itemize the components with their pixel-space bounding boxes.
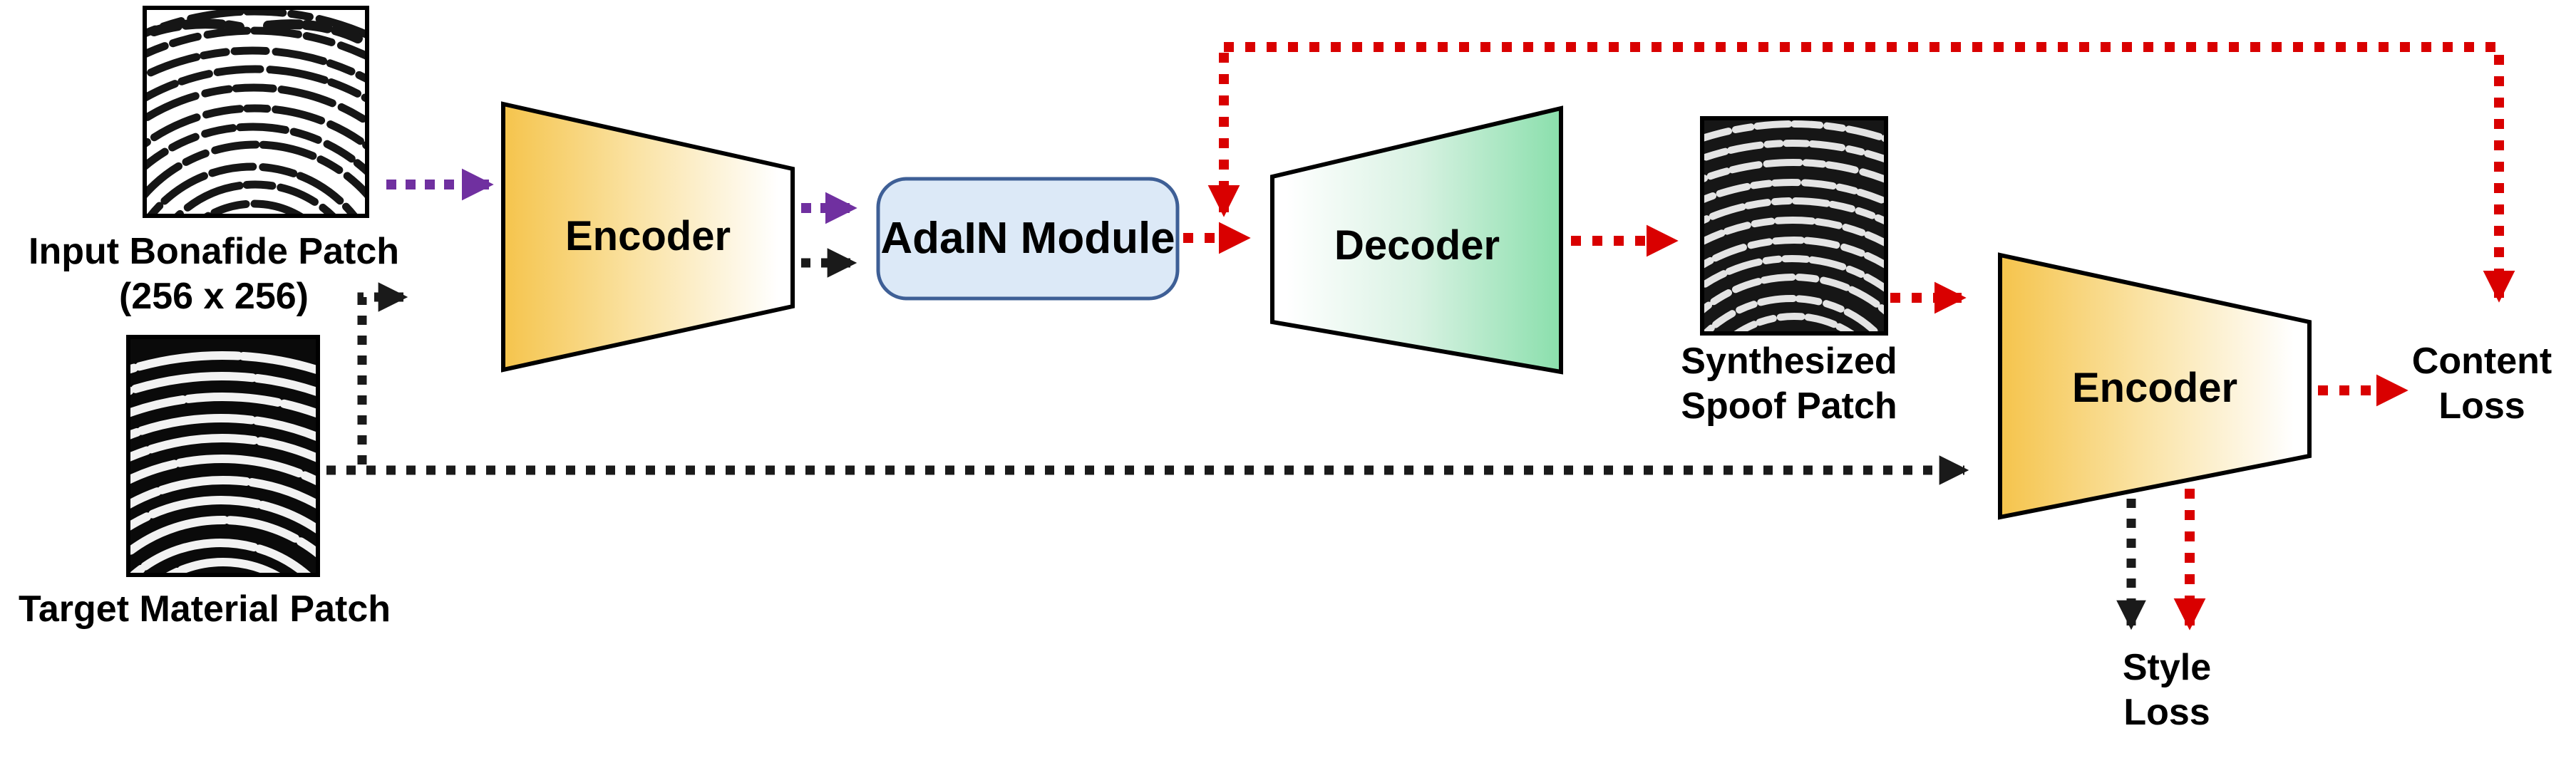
bonafide-fingerprint-art [147,10,365,214]
synthesized-fingerprint-art [1704,120,1884,331]
encoder2-shape [1998,252,2312,520]
synthesized-spoof-caption: Synthesized Spoof Patch [1661,339,1917,430]
encoder1-shape [501,101,795,373]
content-loss-label: Content Loss [2389,339,2575,430]
style-loss-line2: Loss [2123,692,2210,734]
encoder1-label: Encoder [565,213,731,259]
target-material-patch-image [126,335,320,577]
edge-adain-output-to-content-loss [1224,42,2515,303]
content-loss-line1: Content [2411,341,2552,382]
target-fingerprint-art [130,339,316,573]
decoder-label: Decoder [1334,222,1500,269]
input-bonafide-patch-image [143,6,369,218]
encoder2-label: Encoder [2071,365,2238,411]
style-loss-line1: Style [2122,647,2212,688]
edge-target-to-encoder1 [357,282,408,464]
content-loss-line2: Loss [2438,385,2525,427]
synthesized-spoof-patch-image [1700,116,1888,336]
style-loss-label: Style Loss [2060,645,2274,736]
input-bonafide-caption-line1: Input Bonafide Patch [29,231,399,272]
synthesized-caption-line1: Synthesized [1681,341,1897,382]
input-bonafide-caption: Input Bonafide Patch (256 x 256) [21,229,406,320]
synthesized-caption-line2: Spoof Patch [1681,385,1897,427]
adain-module-shape [876,177,1180,301]
input-bonafide-caption-line2: (256 x 256) [119,276,309,318]
target-material-caption: Target Material Patch [18,588,391,630]
decoder-shape [1270,105,1563,375]
adain-module-label: AdaIN Module [880,214,1175,263]
